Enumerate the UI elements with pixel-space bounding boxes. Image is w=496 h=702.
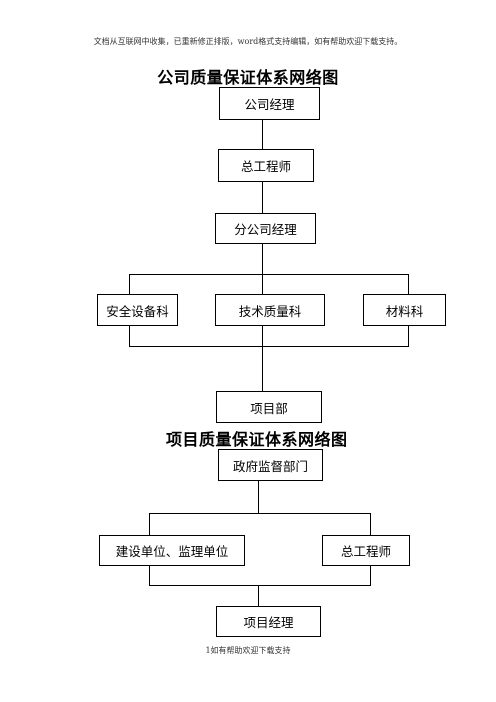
footer-note: 1如有帮助欢迎下载支持 (205, 646, 291, 655)
connector-line (149, 513, 150, 535)
node-label: 总工程师 (240, 159, 291, 174)
project-chart-title: 项目质量保证体系网络图 (160, 426, 496, 450)
node-project-dept: 项目部 (216, 391, 322, 423)
connector-line (408, 326, 409, 346)
node-gov-supervision: 政府监督部门 (218, 449, 323, 481)
connector-line (408, 274, 409, 294)
node-safety-equipment-dept: 安全设备科 (97, 294, 178, 326)
node-branch-manager: 分公司经理 (215, 213, 316, 244)
header-note: 文档从互联网中收集，已重新修正排版，word格式支持编辑，如有帮助欢迎下载支持。 (93, 37, 403, 46)
node-label: 技术质量科 (238, 303, 302, 319)
node-construction-supervision-units: 建设单位、监理单位 (99, 535, 245, 566)
connector-line (262, 326, 263, 391)
connector-line (129, 274, 409, 275)
node-tech-quality-dept: 技术质量科 (215, 294, 325, 326)
connector-line (129, 346, 409, 347)
connector-line (262, 182, 263, 213)
node-label: 材料科 (385, 303, 424, 319)
node-label: 项目经理 (243, 615, 294, 630)
node-label: 建设单位、监理单位 (115, 544, 229, 559)
node-label: 安全设备科 (106, 303, 169, 319)
connector-line (149, 513, 371, 514)
node-label: 政府监督部门 (232, 458, 308, 474)
connector-line (370, 566, 371, 586)
connector-line (258, 481, 259, 513)
node-project-chief-engineer: 总工程师 (322, 535, 410, 566)
connector-line (262, 120, 263, 149)
node-company-manager: 公司经理 (219, 87, 320, 120)
connector-line (262, 244, 263, 274)
company-chart-title: 公司质量保证体系网络图 (157, 68, 339, 87)
connector-line (149, 585, 371, 586)
connector-line (262, 274, 263, 294)
connector-line (258, 585, 259, 606)
node-materials-dept: 材料科 (363, 294, 446, 326)
connector-line (149, 566, 150, 586)
node-label: 分公司经理 (234, 222, 297, 237)
node-label: 公司经理 (244, 97, 295, 112)
node-chief-engineer: 总工程师 (218, 149, 314, 182)
connector-line (370, 513, 371, 535)
node-project-manager: 项目经理 (216, 606, 321, 637)
connector-line (129, 326, 130, 346)
node-label: 总工程师 (340, 544, 391, 559)
connector-line (129, 274, 130, 294)
node-label: 项目部 (250, 400, 288, 416)
